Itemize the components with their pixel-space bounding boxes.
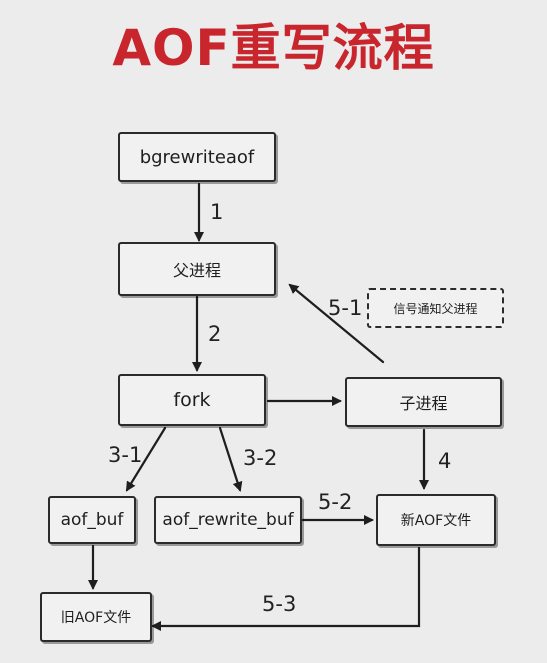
arrow-5-1 <box>288 283 385 364</box>
edge-label-5-1: 5-1 <box>328 296 363 320</box>
node-parent-process: 父进程 <box>118 242 276 296</box>
node-aof-rewrite-buf: aof_rewrite_buf <box>154 496 302 544</box>
edge-label-3-1: 3-1 <box>108 443 143 467</box>
arrow-5-3 <box>151 546 421 631</box>
node-old-aof-file: 旧AOF文件 <box>40 592 152 642</box>
node-bgrewriteaof: bgrewriteaof <box>118 132 276 182</box>
node-child-process: 子进程 <box>345 377 502 427</box>
node-aof-buf: aof_buf <box>48 496 136 544</box>
edge-label-2: 2 <box>208 322 222 346</box>
node-fork: fork <box>118 374 266 426</box>
edge-label-1: 1 <box>210 200 224 224</box>
edge-label-5-2: 5-2 <box>318 490 353 514</box>
arrow-3-2 <box>218 426 243 492</box>
edge-label-5-3: 5-3 <box>262 592 297 616</box>
node-new-aof-file: 新AOF文件 <box>376 494 496 546</box>
arrow-3-1 <box>125 426 167 492</box>
edge-label-4: 4 <box>438 449 452 473</box>
node-signal-parent: 信号通知父进程 <box>367 288 504 328</box>
diagram-title: AOF重写流程 <box>112 19 435 77</box>
edge-label-3-2: 3-2 <box>243 446 278 470</box>
